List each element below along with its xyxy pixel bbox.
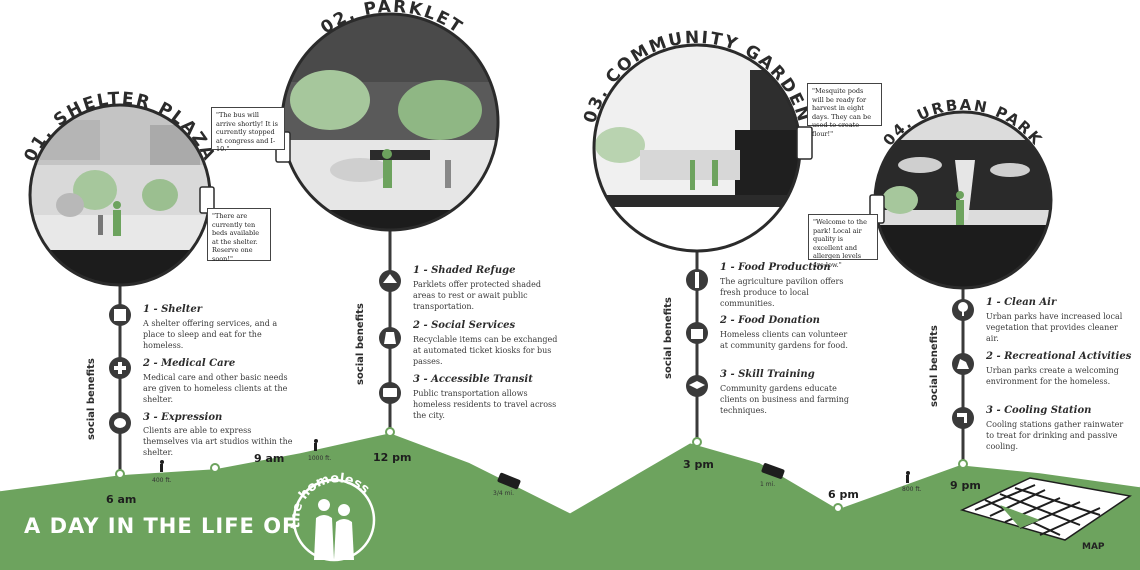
distance-label: 1000 ft. xyxy=(308,455,332,462)
node-9am-a xyxy=(210,463,220,473)
graduation-cap-icon xyxy=(686,375,708,397)
node-12pm xyxy=(385,427,395,437)
speech-bubble-garden: "Mesquite pods will be ready for harvest… xyxy=(807,83,882,138)
timeline-nodes xyxy=(115,427,968,513)
map-thumbnail xyxy=(959,477,1132,541)
walk-icon xyxy=(314,439,318,451)
benefit-title: 2 - Medical Care xyxy=(143,358,236,369)
time-label: 3 pm xyxy=(683,458,714,471)
bus-icon xyxy=(761,463,785,479)
node-6am xyxy=(115,469,125,479)
benefit-title: 2 - Food Donation xyxy=(720,315,820,326)
benefit-desc: Homeless clients can volunteer at commun… xyxy=(720,330,848,350)
benefit-title: 3 - Skill Training xyxy=(720,369,815,380)
benefit-desc: Community gardens educate clients on bus… xyxy=(720,384,849,415)
tree-icon xyxy=(952,299,974,321)
terrain-hill xyxy=(0,432,1140,570)
shade-icon xyxy=(379,270,401,292)
distance-label: 400 ft. xyxy=(152,477,172,484)
benefit-title: 1 - Shaded Refuge xyxy=(413,265,516,276)
benefit-desc: Parklets offer protected shaded areas to… xyxy=(413,280,542,311)
page-title: A DAY IN THE LIFE OF xyxy=(24,514,298,538)
benefit-title: 1 - Food Production xyxy=(720,262,831,273)
time-label: 9 pm xyxy=(950,479,981,492)
social-benefits-label-3: social benefits xyxy=(663,297,674,379)
benefit-desc: The agriculture pavilion offers fresh pr… xyxy=(720,277,844,308)
bus-icon xyxy=(379,382,401,404)
benefit-title: 3 - Cooling Station xyxy=(986,405,1092,416)
time-label: 6 pm xyxy=(828,488,859,501)
phone-icon xyxy=(796,126,813,160)
building-icon xyxy=(109,304,131,326)
scene-urban-park xyxy=(875,112,1051,288)
time-label: 6 am xyxy=(106,493,137,506)
speech-bubble-park: "Welcome to the park! Local air quality … xyxy=(808,214,878,269)
node-6pm xyxy=(833,503,843,513)
benefit-desc: Urban parks have increased local vegetat… xyxy=(986,312,1123,343)
faucet-icon xyxy=(952,407,974,429)
speech-bubble-shelter: "There are currently ten beds available … xyxy=(207,208,271,263)
food-box-icon xyxy=(686,322,708,344)
social-benefits-label-4: social benefits xyxy=(929,325,940,407)
distance-label: 1 mi. xyxy=(760,481,776,488)
scene-parklet xyxy=(282,14,498,230)
medical-icon xyxy=(109,357,131,379)
palette-icon xyxy=(109,412,131,434)
walk-icon xyxy=(906,471,910,483)
speech-bubble-parklet: "The bus will arrive shortly! It is curr… xyxy=(211,107,285,153)
muscle-icon xyxy=(952,353,974,375)
bus-icon xyxy=(497,472,521,490)
benefit-title: 3 - Expression xyxy=(143,412,223,423)
phone-icons xyxy=(199,126,885,224)
node-9pm xyxy=(958,459,968,469)
benefit-title: 2 - Social Services xyxy=(413,320,516,331)
benefit-desc: Recyclable items can be exchanged at aut… xyxy=(413,335,558,366)
time-label: 9 am xyxy=(254,452,285,465)
node-3pm xyxy=(692,437,702,447)
benefit-desc: Medical care and other basic needs are g… xyxy=(143,373,288,404)
walk-icon xyxy=(160,460,164,472)
benefit-title: 1 - Shelter xyxy=(143,304,202,315)
benefit-desc: Clients are able to express themselves v… xyxy=(143,426,293,457)
benefit-title: 2 - Recreational Activities xyxy=(986,351,1132,362)
benefit-title: 3 - Accessible Transit xyxy=(413,374,533,385)
recycle-icon xyxy=(379,327,401,349)
benefit-icons xyxy=(109,269,974,434)
time-label: 12 pm xyxy=(373,451,412,464)
distance-label: 3/4 mi. xyxy=(493,490,514,497)
distance-label: 800 ft. xyxy=(902,486,922,493)
wheat-icon xyxy=(686,269,708,291)
social-benefits-label-1: social benefits xyxy=(86,358,97,440)
benefit-desc: Public transportation allows homeless re… xyxy=(413,389,557,420)
benefit-title: 1 - Clean Air xyxy=(986,297,1057,308)
benefit-desc: Cooling stations gather rainwater to tre… xyxy=(986,420,1124,451)
social-benefits-label-2: social benefits xyxy=(355,303,366,385)
benefit-desc: A shelter offering services, and a place… xyxy=(143,319,278,350)
route-transport-icons xyxy=(160,439,910,490)
benefit-desc: Urban parks create a welcoming environme… xyxy=(986,366,1119,386)
map-label: MAP xyxy=(1082,542,1105,552)
